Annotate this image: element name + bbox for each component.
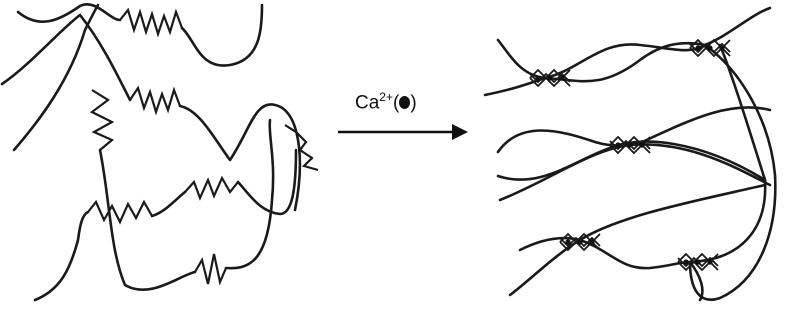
calcium-ion [535, 75, 540, 80]
calcium-ion [577, 239, 582, 244]
calcium-ion [707, 45, 712, 50]
reaction-arrow [338, 124, 468, 140]
polymer-chain [120, 10, 182, 34]
egg-box-junction [560, 234, 600, 250]
calcium-ion [719, 45, 724, 50]
polymer-chain [485, 8, 770, 95]
egg-box-junction [678, 254, 718, 270]
polymer-chain [182, 5, 262, 66]
polymer-chain [285, 125, 318, 170]
polymer-chain [152, 192, 185, 216]
polymer-chain [100, 150, 195, 290]
calcium-ion [707, 259, 712, 264]
polymer-chain [520, 238, 690, 268]
polymer-chain [195, 254, 226, 284]
calcium-ion [695, 259, 700, 264]
polymer-chain [238, 150, 296, 214]
calcium-ion [627, 142, 632, 147]
polymer-chain [185, 178, 238, 198]
polymer-chain [2, 15, 130, 100]
calcium-ion [639, 142, 644, 147]
arrowhead-icon [452, 124, 468, 140]
paren-close: ) [410, 92, 416, 113]
calcium-ion [615, 142, 620, 147]
calcium-ion [683, 259, 688, 264]
polymer-chain [35, 212, 88, 300]
calcium-ion [565, 239, 570, 244]
polymer-chain [498, 40, 705, 81]
calcium-ion-marker-icon [399, 96, 410, 109]
polymer-chain [130, 88, 180, 112]
egg-box-network [485, 8, 775, 300]
ion-symbol: Ca [355, 92, 379, 113]
calcium-ion [695, 45, 700, 50]
polymer-chain [92, 90, 112, 150]
calcium-ion [547, 75, 552, 80]
polymer-chain [18, 4, 120, 21]
calcium-ion [589, 239, 594, 244]
reaction-label: Ca2+() [355, 90, 417, 114]
polymer-chain [14, 5, 98, 150]
uncrosslinked-chains [2, 4, 318, 300]
ion-charge: 2+ [379, 90, 393, 104]
egg-box-junction [610, 137, 650, 153]
polymer-chain [88, 202, 152, 222]
calcium-ion [559, 75, 564, 80]
